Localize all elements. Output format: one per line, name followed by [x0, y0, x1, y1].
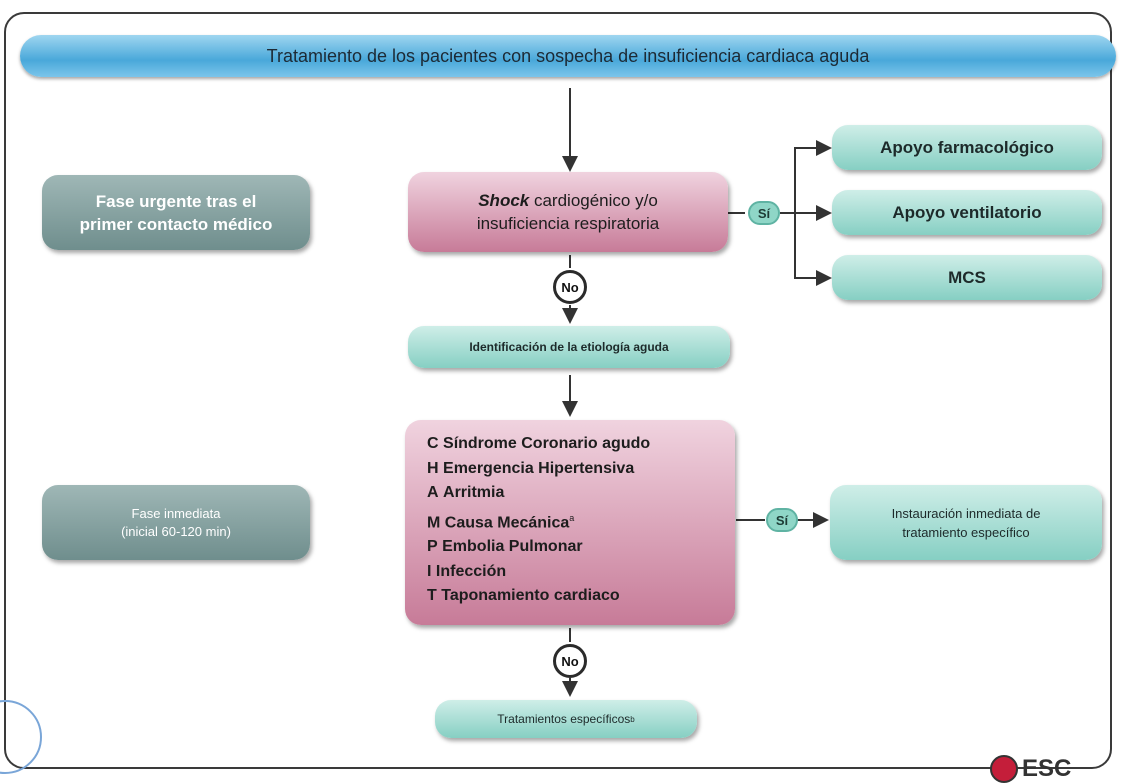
- shock-emphasis: Shock: [478, 191, 530, 210]
- decision-no-champit: No: [553, 644, 587, 678]
- diagram-title: Tratamiento de los pacientes con sospech…: [20, 35, 1116, 77]
- phase-immediate-line1: Fase inmediata: [131, 505, 221, 521]
- champit-list: C Síndrome Coronario agudo H Emergencia …: [427, 432, 650, 609]
- heart-icon: [990, 755, 1018, 783]
- specific-line1: Instauración inmediata de: [891, 505, 1041, 521]
- support-mcs-box: MCS: [832, 255, 1102, 300]
- arrow-si-to-pharmacologic: [794, 140, 832, 213]
- decision-yes-shock: Sí: [748, 201, 780, 225]
- champit-item-c: C Síndrome Coronario agudo: [427, 435, 651, 452]
- esc-logo: ESC: [990, 755, 1071, 783]
- specific-treatment-box: Instauración inmediata de tratamiento es…: [830, 485, 1102, 560]
- support-ventilatory-box: Apoyo ventilatorio: [832, 190, 1102, 235]
- shock-decision-box: Shock cardiogénico y/o insuficiencia res…: [408, 172, 728, 252]
- phase-immediate-box: Fase inmediata (inicial 60-120 min): [42, 485, 310, 560]
- champit-item-i: I Infección: [427, 562, 507, 580]
- shock-line2: insuficiencia respiratoria: [476, 214, 660, 233]
- final-text: Tratamientos específicos: [497, 712, 631, 726]
- phase-urgent-line2: primer contacto médico: [79, 214, 273, 234]
- decision-yes-champit: Sí: [766, 508, 798, 532]
- champit-item-p: P Embolia Pulmonar: [427, 538, 583, 556]
- phase-immediate-line2: (inicial 60-120 min): [121, 523, 231, 539]
- champit-item-t: T Taponamiento cardiaco: [427, 587, 620, 605]
- champit-item-m: M Causa Mecánicaa: [427, 512, 575, 531]
- champit-item-a: A Arritmia: [427, 484, 505, 501]
- specific-line2: tratamiento específico: [902, 524, 1030, 540]
- shock-line1: cardiogénico y/o: [529, 191, 658, 210]
- champit-box: C Síndrome Coronario agudo H Emergencia …: [405, 420, 735, 625]
- phase-urgent-line1: Fase urgente tras el: [95, 191, 257, 211]
- phase-urgent-box: Fase urgente tras el primer contacto méd…: [42, 175, 310, 250]
- diagram-frame: [4, 12, 1112, 769]
- etiology-box: Identificación de la etiología aguda: [408, 326, 730, 368]
- champit-item-h: H Emergencia Hipertensiva: [427, 459, 635, 477]
- support-pharmacologic-box: Apoyo farmacológico: [832, 125, 1102, 170]
- decision-no-shock: No: [553, 270, 587, 304]
- esc-logo-text: ESC: [1022, 755, 1072, 782]
- final-sup: b: [630, 714, 635, 724]
- arrow-si-to-mcs: [794, 213, 832, 286]
